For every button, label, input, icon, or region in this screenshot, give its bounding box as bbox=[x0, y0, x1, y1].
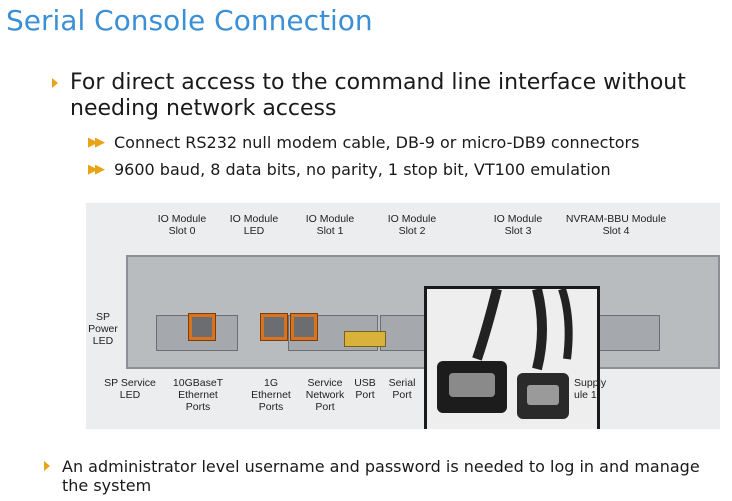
1g-port-image bbox=[290, 313, 318, 341]
serial-port-image bbox=[344, 331, 386, 347]
label-service-network: Service Network Port bbox=[305, 377, 345, 413]
bullet-text-1: For direct access to the command line in… bbox=[70, 70, 686, 121]
label-sp-service-led: SP Service LED bbox=[104, 377, 156, 401]
1g-port-image bbox=[260, 313, 288, 341]
bullet-arrow-icon bbox=[44, 461, 50, 471]
10gbaset-port-image bbox=[188, 313, 216, 341]
label-io-module-led: IO Module LED bbox=[229, 213, 279, 237]
bullet-text-2: An administrator level username and pass… bbox=[62, 457, 700, 495]
label-io-slot-0: IO Module Slot 0 bbox=[157, 213, 207, 237]
sub-bullet-2: ▶▶ 9600 baud, 8 data bits, no parity, 1 … bbox=[88, 160, 611, 179]
hardware-photo: IO Module Slot 0 IO Module LED IO Module… bbox=[86, 203, 720, 429]
label-io-slot-2: IO Module Slot 2 bbox=[387, 213, 437, 237]
storage-chassis-image bbox=[126, 255, 720, 369]
sub-bullet-text-1: Connect RS232 null modem cable, DB-9 or … bbox=[114, 133, 640, 152]
bullet-main-1: For direct access to the command line in… bbox=[52, 70, 712, 122]
bullet-main-2: An administrator level username and pass… bbox=[44, 457, 724, 495]
label-serial-port: Serial Port bbox=[388, 377, 416, 401]
db9-cable-icon bbox=[437, 287, 573, 419]
label-10gbaset: 10GBaseT Ethernet Ports bbox=[172, 377, 224, 413]
sub-bullet-1: ▶▶ Connect RS232 null modem cable, DB-9 … bbox=[88, 133, 639, 152]
label-io-slot-1: IO Module Slot 1 bbox=[305, 213, 355, 237]
label-nvram-bbu: NVRAM-BBU Module Slot 4 bbox=[565, 213, 667, 237]
page-title: Serial Console Connection bbox=[6, 4, 373, 37]
double-chevron-icon: ▶▶ bbox=[88, 162, 105, 177]
sub-bullet-text-2: 9600 baud, 8 data bits, no parity, 1 sto… bbox=[114, 160, 611, 179]
bullet-arrow-icon bbox=[52, 78, 58, 88]
label-power-supply: Supply ule 1 bbox=[574, 377, 607, 401]
label-1g-ethernet: 1G Ethernet Ports bbox=[251, 377, 291, 413]
label-sp-power-led: SP Power LED bbox=[88, 311, 118, 347]
label-io-slot-3: IO Module Slot 3 bbox=[493, 213, 543, 237]
serial-cable-image bbox=[424, 286, 600, 429]
label-usb-port: USB Port bbox=[354, 377, 376, 401]
double-chevron-icon: ▶▶ bbox=[88, 135, 105, 150]
